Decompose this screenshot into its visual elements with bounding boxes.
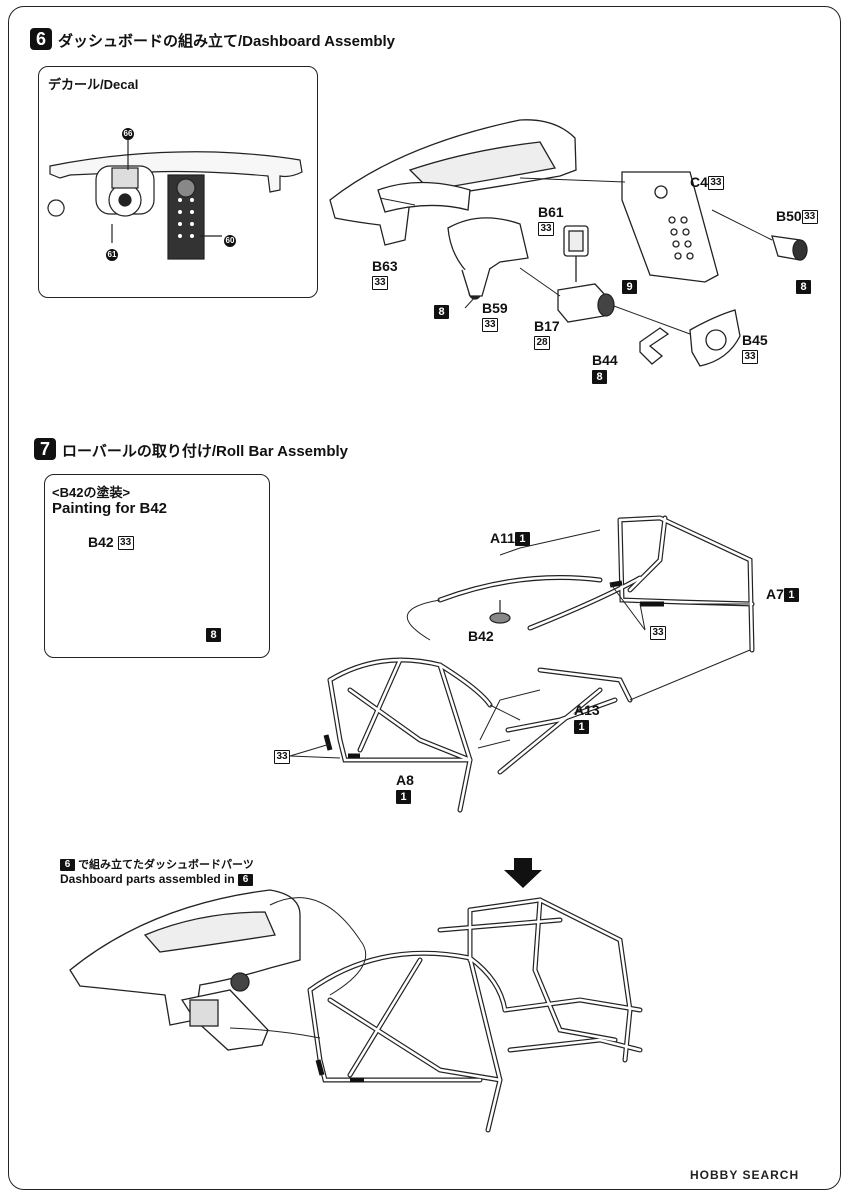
bottom-cage-bands — [315, 1059, 364, 1083]
watermark: HOBBY SEARCH — [690, 1168, 800, 1182]
decal-dashboard-drawing — [47, 135, 303, 260]
step7-leader-lines — [289, 529, 751, 759]
paint-box-part-label: B42 33 — [88, 534, 134, 551]
bottom-cage-outline — [307, 897, 643, 1133]
decal-marker-66: 66 — [122, 128, 134, 140]
roll-cage-exploded-inner — [328, 516, 754, 812]
paint-box-color: 8 — [206, 626, 221, 644]
screen-b61 — [563, 225, 589, 282]
paint-box-subheading: Painting for B42 — [52, 500, 168, 517]
decal-box-title: デカール/Decal — [48, 77, 139, 92]
step6-leader-lines — [379, 177, 773, 335]
note-jp: 6 で組み立てたダッシュボードパーツ — [60, 856, 254, 872]
part-b50-color: 8 — [796, 278, 811, 296]
decal-dots — [178, 198, 194, 238]
knob-b50 — [771, 235, 808, 261]
step-7-title: ローバールの取り付け/Roll Bar Assembly — [62, 443, 349, 460]
dashboard-main-drawing — [329, 119, 577, 246]
part-b63-color: 8 — [434, 303, 449, 321]
paint-mark-right: 33 — [650, 624, 666, 642]
bottom-leader-lines — [229, 897, 367, 1039]
step-6-title: ダッシュボードの組み立て/Dashboard Assembly — [58, 33, 395, 50]
part-label-b42: B42 — [468, 628, 494, 644]
decal-marker-61: 61 — [106, 249, 118, 261]
console-c4 — [621, 171, 719, 283]
paint-box-heading: <B42の塗装> — [52, 485, 131, 500]
bracket-b44 — [639, 327, 670, 365]
page-frame — [8, 6, 841, 1190]
part-b17-color: 9 — [622, 278, 637, 296]
cluster-b17 — [557, 283, 615, 323]
paint-mark-left: 33 — [274, 748, 290, 766]
decal-marker-60: 60 — [224, 235, 236, 247]
down-arrow — [504, 858, 542, 888]
bottom-cage-inner — [308, 898, 642, 1132]
roll-cage-paint-bands — [323, 580, 664, 759]
hood-b59 — [447, 217, 529, 300]
roll-cage-exploded — [327, 515, 755, 813]
paint-box — [44, 474, 270, 658]
wheel-b45 — [689, 309, 741, 367]
step-7-number: 7 — [34, 438, 56, 460]
bottom-dashboard-drawing — [69, 889, 301, 1051]
mirror-b42-small — [489, 600, 511, 624]
step-6-number: 6 — [30, 28, 52, 50]
note-en: Dashboard parts assembled in 6 — [60, 872, 254, 886]
